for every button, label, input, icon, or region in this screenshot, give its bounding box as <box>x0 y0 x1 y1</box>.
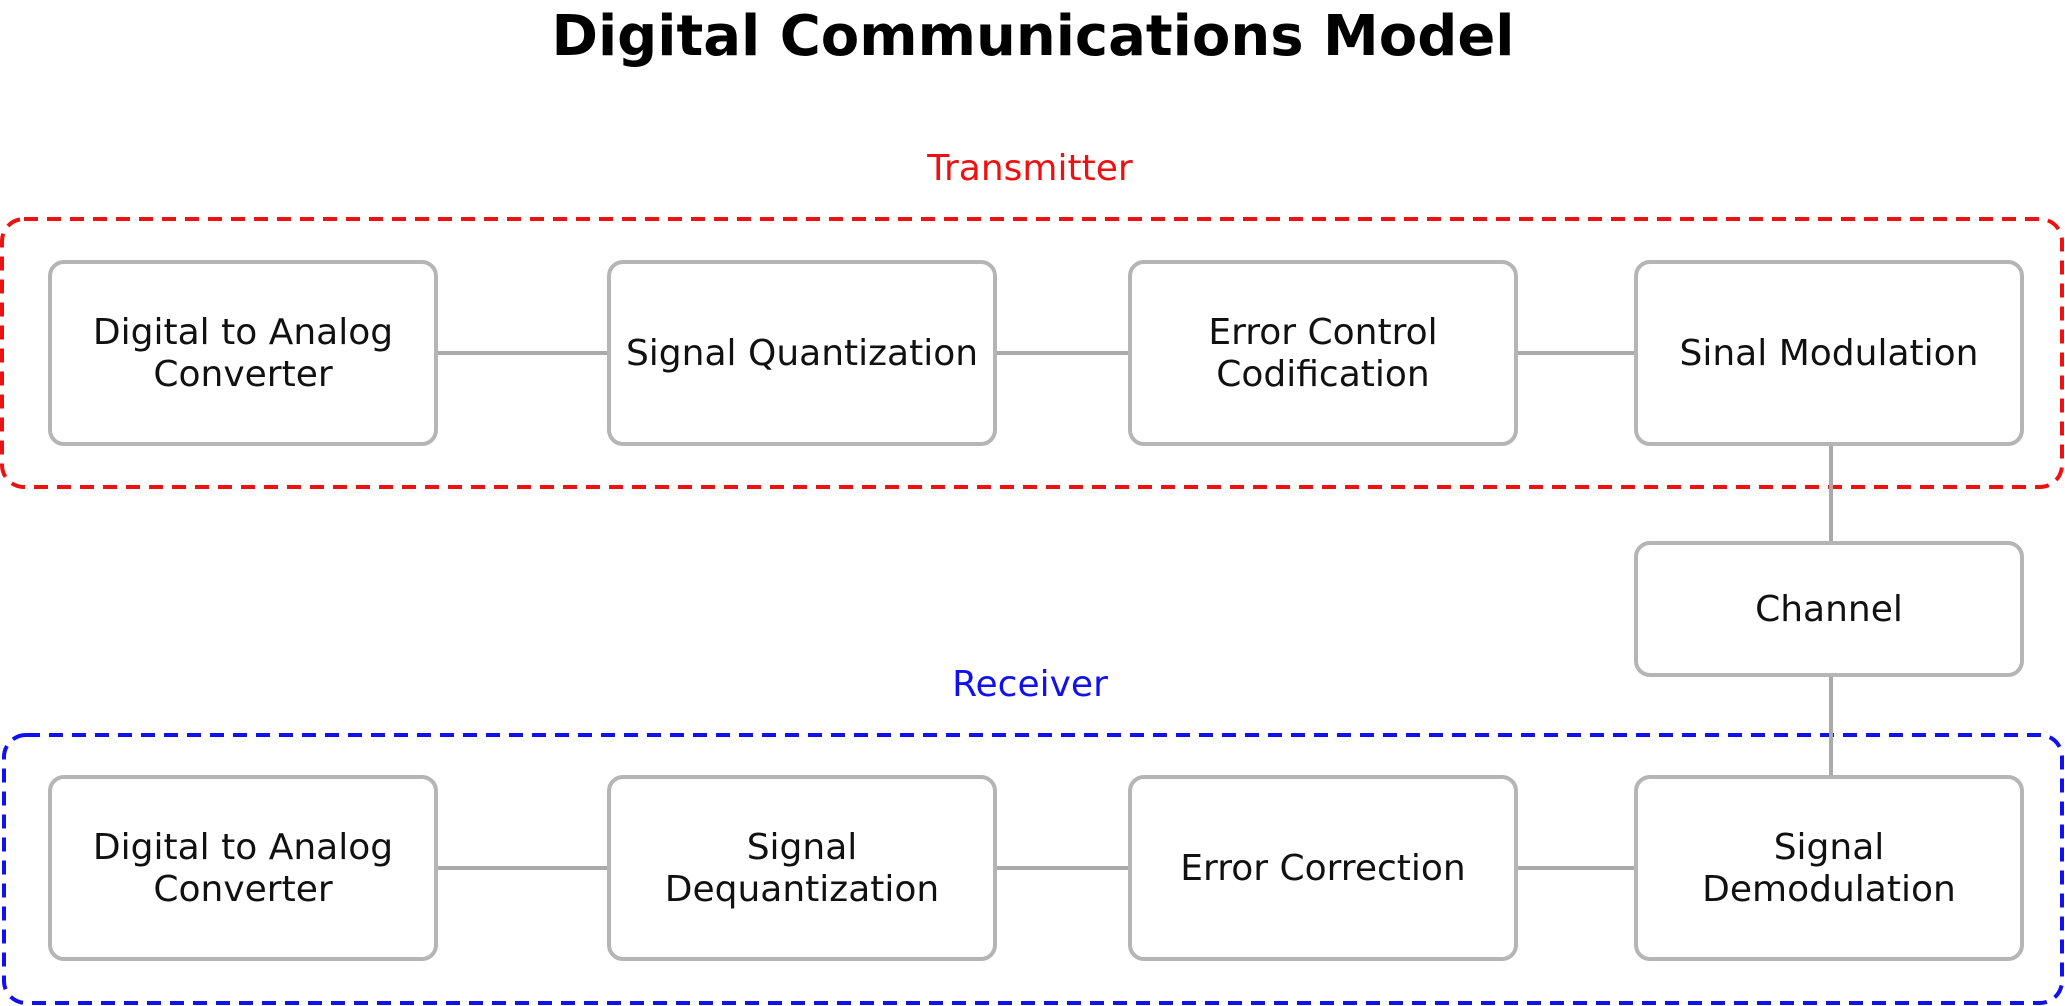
transmitter-modulation-node: Sinal Modulation <box>1634 260 2024 446</box>
node-label-line: Sinal Modulation <box>1680 333 1979 374</box>
receiver-label: Receiver <box>952 664 1108 705</box>
node-box <box>1634 260 2024 446</box>
node-label-line: Channel <box>1755 589 1903 630</box>
node-box <box>607 260 997 446</box>
node-label-line: Digital to Analog <box>93 312 393 353</box>
node-box <box>48 775 438 961</box>
node-label-line: Signal <box>747 827 858 868</box>
receiver-error-correction-node: Error Correction <box>1128 775 1518 961</box>
node-label-line: Dequantization <box>665 869 939 910</box>
node-box <box>48 260 438 446</box>
node-box <box>1128 775 1518 961</box>
node-label-line: Signal <box>1774 827 1885 868</box>
node-box <box>1634 775 2024 961</box>
edge-layer <box>436 351 1833 870</box>
receiver-group-boundary <box>2 733 2064 1005</box>
node-box <box>607 775 997 961</box>
node-label-line: Error Correction <box>1180 848 1465 889</box>
transmitter-label: Transmitter <box>926 148 1133 189</box>
node-label-line: Converter <box>153 354 332 395</box>
node-box <box>1128 260 1518 446</box>
node-label-line: Converter <box>153 869 332 910</box>
node-label-line: Error Control <box>1208 312 1437 353</box>
diagram-title: Digital Communications Model <box>552 4 1515 69</box>
channel-node: Channel <box>1634 541 2024 677</box>
transmitter-quantization-node: Signal Quantization <box>607 260 997 446</box>
node-label-line: Digital to Analog <box>93 827 393 868</box>
node-label-line: Signal Quantization <box>626 333 978 374</box>
node-box <box>1634 541 2024 677</box>
transmitter-group-boundary <box>0 217 2064 489</box>
node-label-line: Codification <box>1216 354 1430 395</box>
node-label-line: Demodulation <box>1702 869 1956 910</box>
